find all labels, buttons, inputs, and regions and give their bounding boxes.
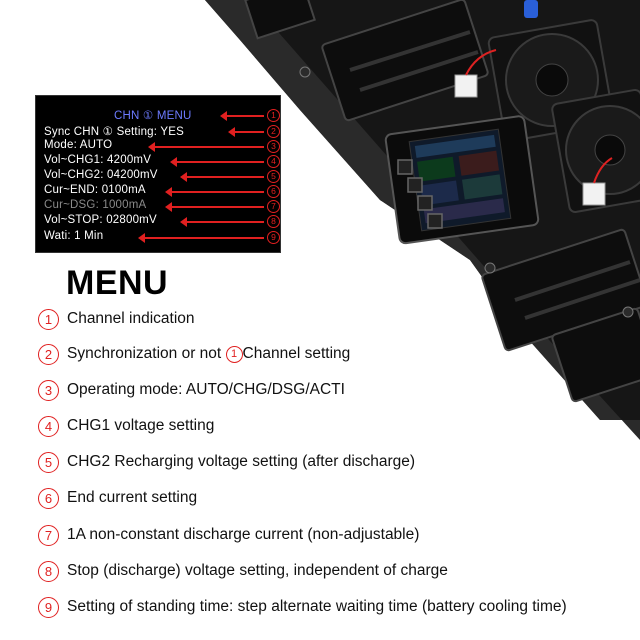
marker-badge: 3 bbox=[267, 140, 280, 153]
lcd-menu-screen: CHN ① MENU Sync CHN ① Setting: YES Mode:… bbox=[36, 96, 280, 252]
number-badge: 9 bbox=[38, 597, 59, 618]
legend-text: Stop (discharge) voltage setting, indepe… bbox=[67, 562, 448, 579]
lcd-line-chg1: Vol~CHG1: 4200mV bbox=[44, 154, 152, 166]
lcd-line-stop: Vol~STOP: 02800mV bbox=[44, 214, 157, 226]
number-badge: 5 bbox=[38, 452, 59, 473]
pointer-arrow bbox=[180, 172, 264, 182]
pointer-arrow bbox=[220, 111, 264, 121]
pointer-arrow bbox=[148, 142, 264, 152]
marker-badge: 6 bbox=[267, 185, 280, 198]
inline-number-badge: 1 bbox=[225, 346, 243, 363]
pointer-arrow bbox=[165, 202, 264, 212]
legend-text-after: Channel setting bbox=[242, 345, 351, 362]
marker-badge: 4 bbox=[267, 155, 280, 168]
legend-text: End current setting bbox=[67, 489, 198, 506]
legend-text: Setting of standing time: step alternate… bbox=[67, 598, 567, 615]
pointer-arrow bbox=[180, 217, 264, 227]
legend-text: CHG1 voltage setting bbox=[67, 417, 215, 434]
marker-badge: 8 bbox=[267, 215, 280, 228]
pointer-arrow bbox=[170, 157, 264, 167]
number-badge: 7 bbox=[38, 525, 59, 546]
marker-badge: 5 bbox=[267, 170, 280, 183]
number-badge: 4 bbox=[38, 416, 59, 437]
lcd-line-wait: Wati: 1 Min bbox=[44, 230, 104, 242]
legend-text: Operating mode: AUTO/CHG/DSG/ACTI bbox=[67, 381, 345, 398]
legend-text-before: Synchronization or not bbox=[67, 345, 226, 362]
marker-badge: 2 bbox=[267, 125, 280, 138]
lcd-title: CHN ① MENU bbox=[114, 110, 192, 122]
marker-badge: 9 bbox=[267, 231, 280, 244]
pointer-arrow bbox=[138, 233, 264, 243]
legend-text: CHG2 Recharging voltage setting (after d… bbox=[67, 453, 416, 470]
pointer-arrow bbox=[228, 127, 264, 137]
number-badge: 3 bbox=[38, 380, 59, 401]
number-badge: 1 bbox=[38, 309, 59, 330]
marker-badge: 1 bbox=[267, 109, 280, 122]
pointer-arrow bbox=[165, 187, 264, 197]
lcd-line-mode: Mode: AUTO bbox=[44, 139, 113, 151]
lcd-line-sync: Sync CHN ① Setting: YES bbox=[44, 126, 184, 138]
menu-heading: MENU bbox=[66, 264, 169, 302]
lcd-line-end: Cur~END: 0100mA bbox=[44, 184, 146, 196]
lcd-line-chg2: Vol~CHG2: 04200mV bbox=[44, 169, 158, 181]
number-badge: 2 bbox=[38, 344, 59, 365]
marker-badge: 7 bbox=[267, 200, 280, 213]
number-badge: 6 bbox=[38, 488, 59, 509]
number-badge: 8 bbox=[38, 561, 59, 582]
legend-text: Channel indication bbox=[67, 310, 195, 327]
lcd-line-dsg: Cur~DSG: 1000mA bbox=[44, 199, 147, 211]
legend-text: 1A non-constant discharge current (non-a… bbox=[67, 526, 420, 543]
